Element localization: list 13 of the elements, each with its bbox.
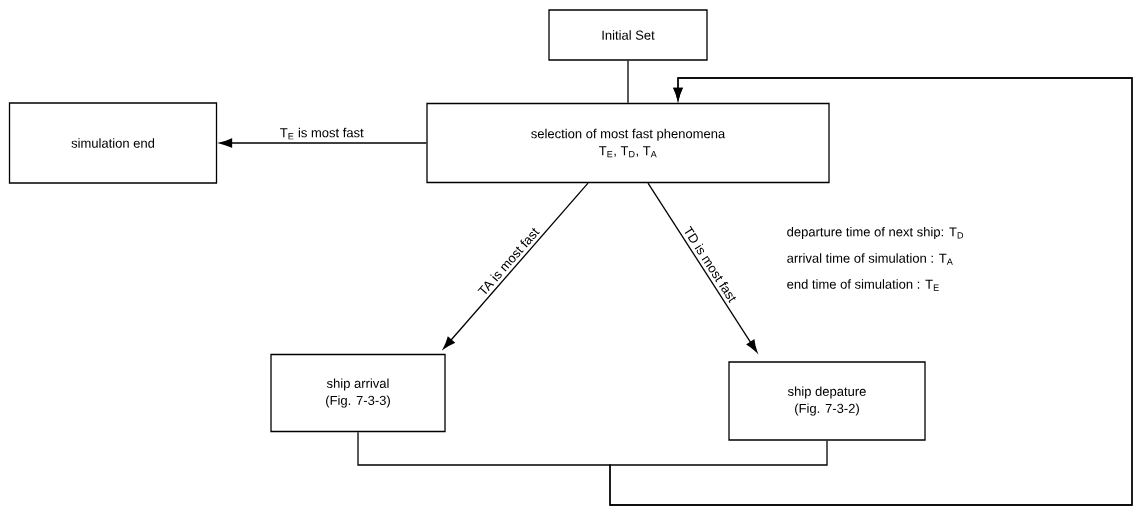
note-text: arrival time of simulation : T$_{A}$ (787, 253, 953, 265)
note-text: end time of simulation : T$_{E}$ (787, 279, 939, 291)
process-box: ship arrival (Fig. 7-3-3) (270, 353, 446, 433)
arrow (609, 77, 1133, 506)
note-text: departure time of next ship: T$_{D}$ (787, 226, 964, 240)
process-box: simulation end (8, 102, 218, 184)
arrow (219, 138, 427, 148)
process-box: Initial Set (548, 9, 708, 61)
edge-label: T$_{E}$ is most fast (280, 127, 364, 140)
process-box: ship depature (Fig. 7-3-2) (728, 361, 926, 441)
arrow (647, 182, 758, 353)
arrow (443, 182, 589, 350)
process-box: selection of most fast phenomena T$_{E}$, T$_{D}$, T$_{A}$ (426, 102, 830, 184)
